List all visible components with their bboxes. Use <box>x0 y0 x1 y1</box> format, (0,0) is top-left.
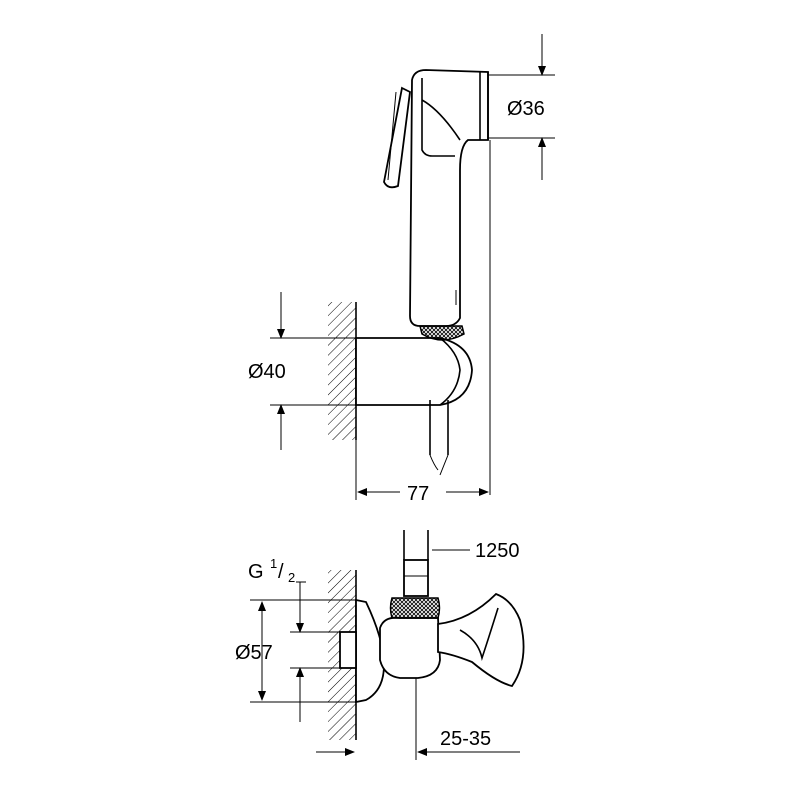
dim-head-diameter-label: Ø36 <box>507 98 545 120</box>
hand-shower <box>383 69 489 341</box>
dim-thread-slash: / <box>278 561 284 583</box>
dim-wall-distance-label: 25-35 <box>440 728 491 750</box>
dim-holder-diameter: Ø40 <box>248 292 356 450</box>
upper-wall <box>328 302 357 440</box>
dim-wall-distance: 25-35 <box>316 678 520 760</box>
dim-rosette-diameter: Ø57 <box>235 599 356 703</box>
dim-thread-numerator: 1 <box>270 556 277 571</box>
angle-valve <box>339 530 525 704</box>
dim-thread: G 1 / 2 <box>248 556 340 722</box>
dim-thread-letter: G <box>248 561 264 583</box>
dim-head-diameter: Ø36 <box>488 34 555 180</box>
dim-holder-depth: 77 <box>355 440 489 505</box>
dim-hose-length-label: 1250 <box>475 540 520 562</box>
dim-holder-depth-label: 77 <box>407 483 429 505</box>
dim-thread-denominator: 2 <box>288 570 295 585</box>
dim-holder-diameter-label: Ø40 <box>248 361 286 383</box>
dim-hose-length: 1250 <box>432 540 520 562</box>
dim-rosette-diameter-label: Ø57 <box>235 642 273 664</box>
wall-holder <box>355 337 473 476</box>
